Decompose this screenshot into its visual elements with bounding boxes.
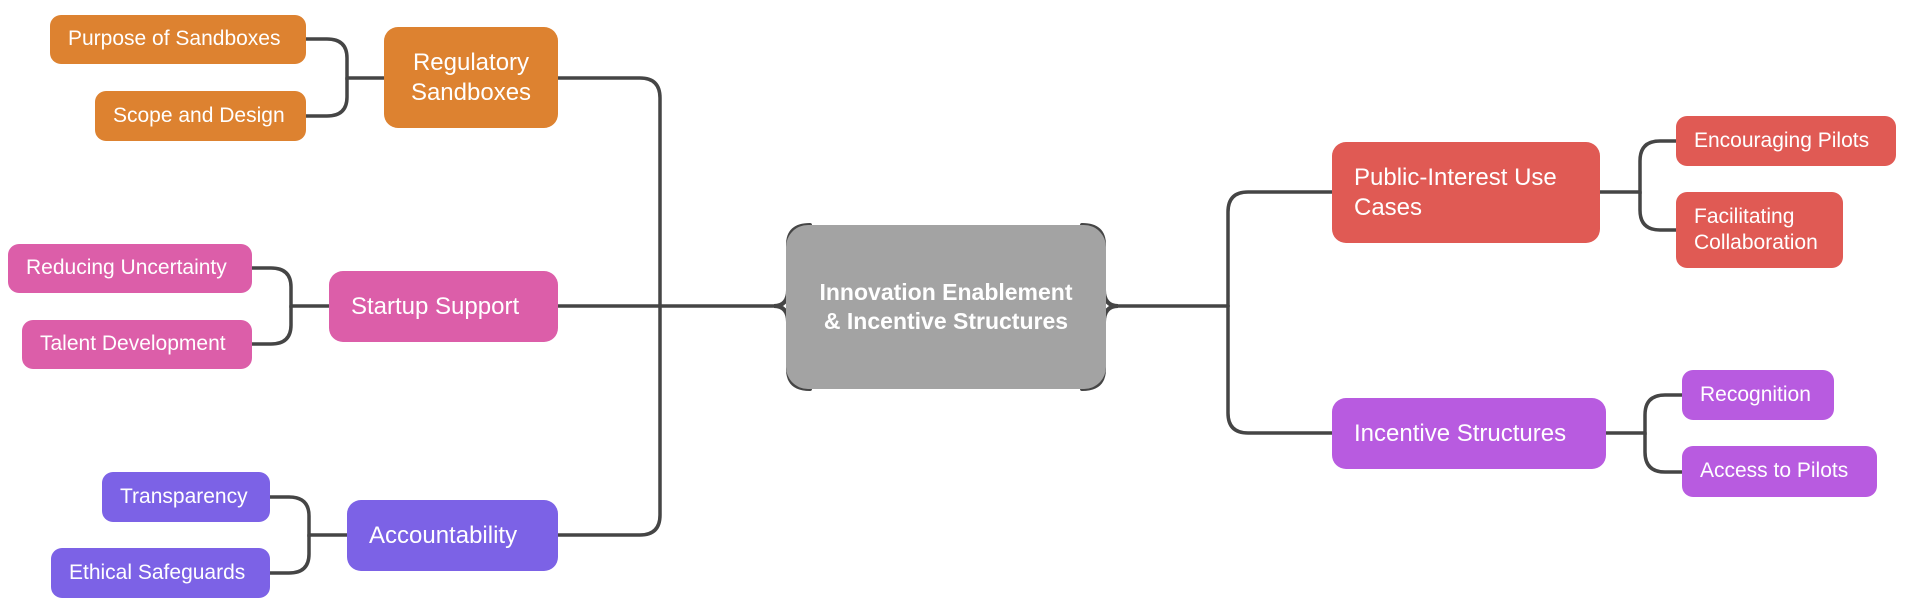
encouraging-pilots-leaf[interactable]: Encouraging Pilots [1676, 116, 1896, 166]
ethical-safeguards-leaf[interactable]: Ethical Safeguards [51, 548, 270, 598]
reducing-uncertainty-leaf[interactable]: Reducing Uncertainty [8, 244, 252, 293]
edge-incentive-to-access [1643, 431, 1684, 474]
edge-public-to-encouraging [1598, 139, 1678, 194]
edge-accountability-to-ethical [268, 533, 311, 575]
center-node-label: Innovation Enablement & Incentive Struct… [819, 279, 1073, 334]
recognition-leaf[interactable]: Recognition [1682, 370, 1834, 420]
accountability-label: Accountability [369, 521, 518, 549]
facilitating-collaboration-leaf[interactable]: Facilitating Collaboration [1676, 192, 1843, 268]
scope-and-design-leaf[interactable]: Scope and Design [95, 91, 306, 141]
public-interest-use-cases-node[interactable]: Public-Interest Use Cases [1332, 142, 1600, 243]
startup-support-label: Startup Support [351, 292, 520, 320]
edge-to-regulatory-sandboxes [556, 76, 662, 308]
edge-startup-to-reducing [250, 266, 331, 308]
edge-accountability-to-transparency [268, 495, 349, 537]
talent-development-label: Talent Development [40, 332, 226, 356]
public-interest-use-cases-label: Public-Interest Use Cases [1354, 163, 1557, 221]
regulatory-sandboxes-label: Regulatory Sandboxes [410, 48, 532, 106]
purpose-of-sandboxes-label: Purpose of Sandboxes [68, 27, 281, 51]
ethical-safeguards-label: Ethical Safeguards [69, 560, 246, 584]
access-to-pilots-leaf[interactable]: Access to Pilots [1682, 446, 1877, 497]
edge-to-incentive-structures [1226, 304, 1334, 435]
edge-regulatory-to-scope [304, 76, 349, 118]
accountability-node[interactable]: Accountability [347, 500, 558, 571]
facilitating-collaboration-label: Facilitating Collaboration [1694, 204, 1818, 254]
edge-to-public-interest [1226, 190, 1334, 308]
encouraging-pilots-label: Encouraging Pilots [1694, 128, 1870, 152]
edge-regulatory-to-purpose [304, 37, 386, 80]
transparency-leaf[interactable]: Transparency [102, 472, 270, 522]
edge-to-accountability [556, 304, 662, 537]
center-node[interactable]: Innovation Enablement & Incentive Struct… [786, 225, 1106, 389]
edge-startup-to-talent [250, 304, 293, 346]
access-to-pilots-label: Access to Pilots [1700, 459, 1849, 483]
scope-and-design-label: Scope and Design [113, 103, 285, 127]
edge-public-to-facilitating [1638, 190, 1678, 232]
transparency-label: Transparency [120, 484, 248, 508]
regulatory-sandboxes-node[interactable]: Regulatory Sandboxes [384, 27, 558, 128]
incentive-structures-node[interactable]: Incentive Structures [1332, 398, 1606, 469]
reducing-uncertainty-label: Reducing Uncertainty [26, 256, 227, 280]
recognition-label: Recognition [1700, 382, 1811, 406]
incentive-structures-label: Incentive Structures [1354, 419, 1567, 447]
edge-incentive-to-recognition [1604, 393, 1684, 435]
purpose-of-sandboxes-leaf[interactable]: Purpose of Sandboxes [50, 15, 306, 64]
startup-support-node[interactable]: Startup Support [329, 271, 558, 342]
talent-development-leaf[interactable]: Talent Development [22, 320, 252, 369]
